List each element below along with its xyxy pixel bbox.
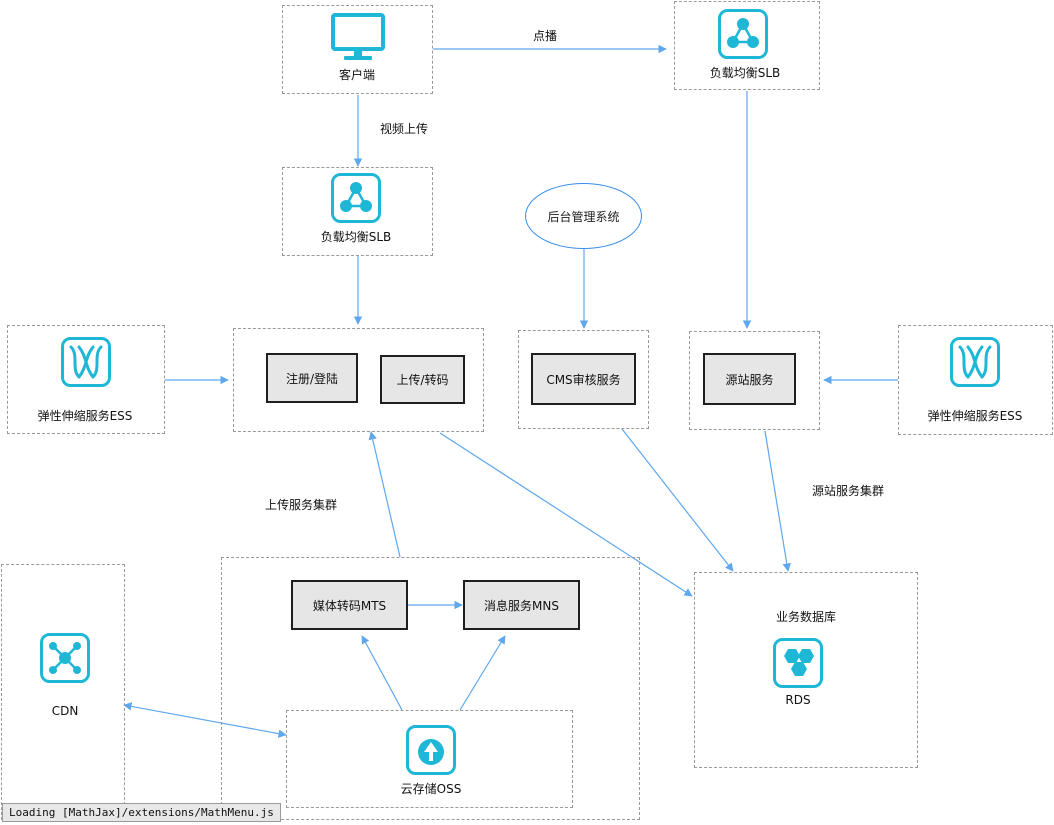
auto-scaling-icon xyxy=(950,337,1000,387)
oss-icon xyxy=(406,725,456,775)
register-login-service[interactable]: 注册/登陆 xyxy=(266,353,358,403)
database-box xyxy=(694,572,918,768)
arrow-cms-to-db xyxy=(621,428,734,572)
origin-service-label: 源站服务 xyxy=(725,372,774,387)
client-box xyxy=(282,5,433,94)
edge-label-origin-cluster: 源站服务集群 xyxy=(812,484,885,498)
database-title: 业务数据库 xyxy=(775,610,837,624)
slb-top-label: 负载均衡SLB xyxy=(709,66,781,80)
edge-label-upload-cluster: 上传服务集群 xyxy=(265,498,338,512)
edge-label-video-upload: 视频上传 xyxy=(380,122,429,136)
rds-label: RDS xyxy=(785,693,811,707)
cdn-icon xyxy=(40,633,90,683)
mns-label: 消息服务MNS xyxy=(484,598,559,613)
edge-label-vod: 点播 xyxy=(532,29,558,43)
mathjax-loading-status: Loading [MathJax]/extensions/MathMenu.js xyxy=(2,803,281,822)
load-balancer-icon xyxy=(331,173,381,223)
origin-service[interactable]: 源站服务 xyxy=(703,353,796,405)
slb-top-box xyxy=(674,1,820,90)
auto-scaling-icon xyxy=(61,337,111,387)
mts-label: 媒体转码MTS xyxy=(312,598,387,613)
cdn-box xyxy=(1,564,125,820)
ess-left-label: 弹性伸缩服务ESS xyxy=(37,409,133,423)
arrow-media-cluster-to-upload xyxy=(368,431,401,558)
load-balancer-icon xyxy=(718,9,768,59)
slb-mid-label: 负载均衡SLB xyxy=(320,230,392,244)
ess-right-label: 弹性伸缩服务ESS xyxy=(927,409,1023,423)
rds-icon xyxy=(773,638,823,688)
upload-transcode-label: 上传/转码 xyxy=(396,373,449,387)
cms-review-service[interactable]: CMS审核服务 xyxy=(531,353,636,405)
monitor-icon xyxy=(331,13,385,60)
ess-right-box xyxy=(898,325,1053,435)
media-cluster-box xyxy=(221,557,640,820)
upload-transcode-service[interactable]: 上传/转码 xyxy=(380,355,465,404)
mts-service[interactable]: 媒体转码MTS xyxy=(291,580,408,630)
upload-cluster-box xyxy=(233,328,484,432)
oss-label: 云存储OSS xyxy=(400,782,462,796)
oss-box xyxy=(286,710,573,808)
register-login-label: 注册/登陆 xyxy=(285,371,339,386)
admin-system-node[interactable]: 后台管理系统 xyxy=(525,183,642,249)
cms-box xyxy=(518,330,649,429)
arrow-origin-to-db xyxy=(764,430,791,572)
cms-review-label: CMS审核服务 xyxy=(546,372,621,387)
ess-left-box xyxy=(7,325,165,434)
admin-system-label: 后台管理系统 xyxy=(547,209,620,224)
slb-mid-box xyxy=(282,167,433,256)
origin-box xyxy=(689,331,820,430)
mns-service[interactable]: 消息服务MNS xyxy=(463,580,580,630)
client-label: 客户端 xyxy=(338,68,376,82)
cdn-label: CDN xyxy=(51,704,79,718)
